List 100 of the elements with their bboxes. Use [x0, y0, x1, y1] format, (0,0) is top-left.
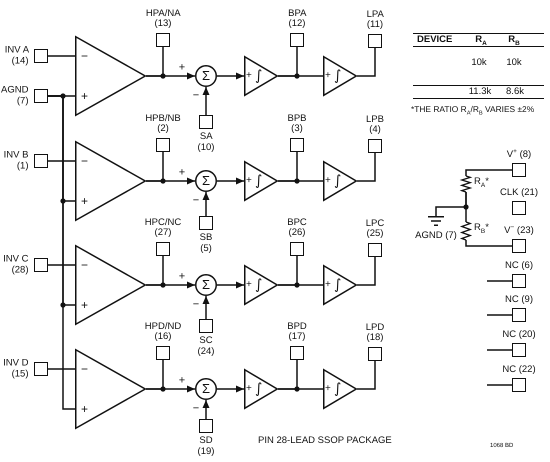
wire: [357, 257, 376, 286]
pin-label: BPC (26): [287, 218, 307, 238]
wire: [487, 280, 512, 282]
wire: [278, 284, 323, 286]
integral-sign: ∫: [255, 69, 262, 83]
integral-sign: ∫: [334, 174, 342, 188]
table-cell: 8.6k: [506, 87, 524, 98]
integral-sign: ∫: [255, 174, 262, 188]
pin-label: SB (5): [200, 233, 212, 254]
integral-sign: ∫: [334, 382, 342, 396]
input-sign: +: [246, 280, 252, 290]
wire: [487, 349, 512, 351]
wire: [278, 180, 323, 182]
edge-label: −: [192, 300, 200, 310]
input-sign: +: [325, 71, 331, 81]
pin-label: CLK (21): [500, 188, 538, 198]
pin-label: HPC/NC (27): [144, 218, 182, 238]
table-header: DEVICE: [417, 35, 452, 46]
summing-junction-symbol: [195, 65, 217, 87]
table-cell: 10k: [471, 58, 487, 69]
wire: [487, 384, 512, 386]
input-sign: −: [81, 259, 88, 271]
integrator-symbol: [244, 265, 278, 305]
pin-label: V$^{+}$ (8): [506, 150, 532, 160]
pin-label: BPD (17): [287, 322, 307, 342]
summing-junction-symbol: [195, 378, 217, 400]
wire: [278, 388, 323, 390]
wire: [357, 361, 376, 390]
edge-label: +: [178, 376, 186, 386]
pin-label: INV D (15): [2, 358, 28, 380]
input-sign: +: [81, 195, 88, 207]
pin-label: NC (9): [505, 295, 533, 306]
op-amp-symbol: [75, 245, 146, 325]
pin-label: AGND (7): [0, 86, 28, 106]
summing-junction-symbol: [195, 274, 217, 296]
input-sign: +: [246, 176, 252, 186]
edge-label: −: [192, 404, 200, 414]
pin-label: SA (10): [198, 132, 214, 153]
integrator-symbol: [323, 265, 357, 305]
wire: [465, 169, 512, 176]
input-sign: −: [81, 50, 88, 62]
wire: [357, 153, 376, 182]
pin-label: INV C (28): [2, 254, 28, 276]
pin-label: BPA (12): [288, 8, 306, 30]
arrow: [146, 178, 195, 184]
arrow: [217, 282, 244, 288]
arrow: [217, 178, 244, 184]
input-sign: +: [325, 280, 331, 290]
caption: PIN 28-LEAD SSOP PACKAGE: [258, 435, 392, 446]
arrow: [202, 400, 210, 419]
pin-label: BPB (3): [288, 114, 306, 134]
integral-sign: ∫: [334, 69, 342, 83]
input-sign: +: [246, 71, 252, 81]
wire: [48, 160, 75, 162]
wire: [48, 264, 75, 266]
arrow: [146, 386, 195, 392]
input-sign: −: [81, 363, 88, 375]
pin-label: NC (6): [505, 261, 533, 272]
wire: [48, 368, 75, 370]
summing-junction-symbol: [195, 170, 217, 192]
op-amp-symbol: [75, 36, 146, 116]
pin-label: HPA/NA (13): [146, 8, 180, 30]
pin-label: LPD (18): [366, 322, 384, 344]
table-cell: 10k: [506, 58, 522, 69]
op-amp-symbol: [75, 349, 146, 429]
integrator-symbol: [323, 56, 357, 96]
pin-label: LPC (25): [366, 218, 384, 240]
pin-label: NC (22): [502, 365, 536, 376]
pin-label: HPB/NB (2): [145, 114, 181, 134]
pin-label: SC (24): [198, 336, 214, 357]
arrow: [202, 192, 210, 216]
table-header: R$_{B}$: [508, 35, 520, 46]
pin-label: SD (19): [198, 436, 214, 457]
sigma-sign: Σ: [202, 69, 210, 82]
integrator-symbol: [244, 161, 278, 201]
edge-label: +: [178, 272, 186, 282]
arrow: [146, 72, 195, 80]
wire: [48, 95, 75, 410]
wire: [487, 314, 512, 316]
integral-sign: ∫: [255, 382, 262, 396]
sigma-sign: Σ: [202, 174, 210, 188]
integral-sign: ∫: [334, 278, 342, 292]
edge-label: −: [192, 196, 200, 206]
pin-label: V$^{−}$ (23): [504, 226, 534, 236]
footnote: *THE RATIO R$_{A}$/R$_{B}$ VARIES ±2%: [411, 105, 534, 115]
op-amp-symbol: [75, 141, 146, 221]
pin-label: HPD/ND (16): [144, 322, 182, 342]
arrow: [217, 72, 244, 80]
wire: [278, 75, 323, 77]
integrator-symbol: [244, 56, 278, 96]
arrow: [202, 296, 210, 319]
arrow: [217, 386, 244, 392]
table-header: R$_{A}$: [475, 35, 487, 46]
input-sign: +: [81, 90, 88, 102]
arrow: [146, 282, 195, 288]
edge-label: +: [178, 62, 186, 74]
edge-label: +: [178, 168, 186, 178]
input-sign: −: [81, 155, 88, 167]
input-sign: +: [325, 176, 331, 186]
integral-sign: ∫: [255, 278, 262, 292]
